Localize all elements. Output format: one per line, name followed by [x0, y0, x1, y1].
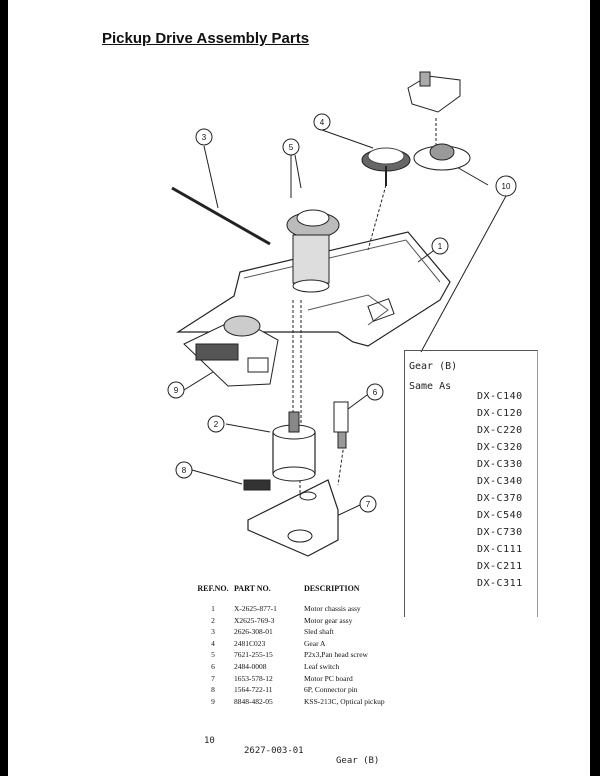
- ref-cell: 4: [211, 638, 215, 648]
- table-row: 9 8848-482-05 KSS-213C, Optical pickup: [192, 696, 422, 708]
- desc-cell: P2x3,Pan head screw: [304, 650, 368, 660]
- table-row: 1 X-2625-877-1 Motor chassis assy: [192, 603, 422, 615]
- ref-cell: 1: [211, 604, 215, 613]
- exploded-diagram: 3 5 4 10 1 9 6 2 8 7: [167, 71, 517, 557]
- callout-10: 10: [502, 182, 511, 191]
- desc-cell: 6P, Connector pin: [304, 685, 358, 695]
- callout-1: 1: [438, 242, 443, 251]
- table-row: 4 2481C023 Gear A: [192, 638, 422, 650]
- table-row: 6 2484-0008 Leaf switch: [192, 661, 422, 673]
- ref-cell: 3: [211, 627, 215, 637]
- parts-table: REF.NO. PART NO. DESCRIPTION 1 X-2625-877…: [192, 584, 422, 707]
- compatibility-note: Gear (B) Same As DX-C140 DX-C120 DX-C220…: [404, 350, 538, 617]
- callout-3: 3: [202, 133, 207, 142]
- model-item: DX-C111: [477, 544, 523, 555]
- callout-5: 5: [289, 143, 294, 152]
- part-cell: 2481C023: [234, 638, 266, 648]
- table-row-10: 10 2627-003-01 Gear (B): [204, 726, 379, 776]
- model-item: DX-C730: [477, 527, 523, 538]
- model-item: DX-C140: [477, 391, 523, 402]
- header-desc: DESCRIPTION: [304, 584, 360, 593]
- table-row: 3 2626-308-01 Sled shaft: [192, 626, 422, 638]
- callout-4: 4: [320, 118, 325, 127]
- note-same-as: Same As: [409, 381, 452, 392]
- part-cell: 2627-003-01: [244, 746, 304, 756]
- desc-cell: Motor gear assy: [304, 615, 353, 625]
- part-cell: 7621-255-15: [234, 650, 273, 660]
- part-cell: X-2625-877-1: [234, 604, 277, 613]
- header-part: PART NO.: [234, 584, 271, 593]
- model-item: DX-C220: [477, 425, 523, 436]
- desc-cell: Sled shaft: [304, 627, 334, 637]
- part-cell: 8848-482-05: [234, 696, 273, 706]
- ref-cell: 2: [211, 615, 215, 625]
- ref-cell: 10: [204, 736, 215, 746]
- header-ref: REF.NO.: [197, 584, 229, 593]
- model-item: DX-C320: [477, 442, 523, 453]
- desc-cell: KSS-213C, Optical pickup: [304, 696, 385, 706]
- callout-2: 2: [214, 420, 219, 429]
- ref-cell: 7: [211, 673, 215, 683]
- desc-cell: Gear (B): [336, 756, 380, 766]
- desc-cell: Gear A: [304, 638, 326, 648]
- document-page: Pickup Drive Assembly Parts: [8, 0, 590, 776]
- part-cell: 2626-308-01: [234, 627, 273, 637]
- ref-cell: 5: [211, 650, 215, 660]
- page-title: Pickup Drive Assembly Parts: [102, 30, 310, 47]
- model-item: DX-C540: [477, 510, 523, 521]
- callout-labels: [167, 113, 517, 513]
- table-row: 7 1653-578-12 Motor PC board: [192, 673, 422, 685]
- model-item: DX-C340: [477, 476, 523, 487]
- callout-9: 9: [174, 386, 179, 395]
- model-item: DX-C211: [477, 561, 523, 572]
- desc-cell: Motor chassis assy: [304, 604, 361, 613]
- part-cell: X2625-769-3: [234, 615, 275, 625]
- desc-cell: Motor PC board: [304, 673, 353, 683]
- model-item: DX-C311: [477, 578, 523, 589]
- table-row: 5 7621-255-15 P2x3,Pan head screw: [192, 649, 422, 661]
- ref-cell: 8: [211, 685, 215, 695]
- ref-cell: 9: [211, 696, 215, 706]
- table-header-row: REF.NO. PART NO. DESCRIPTION: [192, 584, 422, 603]
- model-item: DX-C370: [477, 493, 523, 504]
- desc-cell: Leaf switch: [304, 661, 340, 671]
- model-item: DX-C120: [477, 408, 523, 419]
- callout-8: 8: [182, 466, 187, 475]
- part-cell: 1653-578-12: [234, 673, 273, 683]
- table-row: 8 1564-722-11 6P, Connector pin: [192, 684, 422, 696]
- ref-cell: 6: [211, 661, 215, 671]
- callout-7: 7: [366, 500, 371, 509]
- part-cell: 1564-722-11: [234, 685, 273, 695]
- model-item: DX-C330: [477, 459, 523, 470]
- note-heading: Gear (B): [409, 361, 458, 372]
- callout-6: 6: [373, 388, 378, 397]
- table-row: 2 X2625-769-3 Motor gear assy: [192, 615, 422, 627]
- part-cell: 2484-0008: [234, 661, 267, 671]
